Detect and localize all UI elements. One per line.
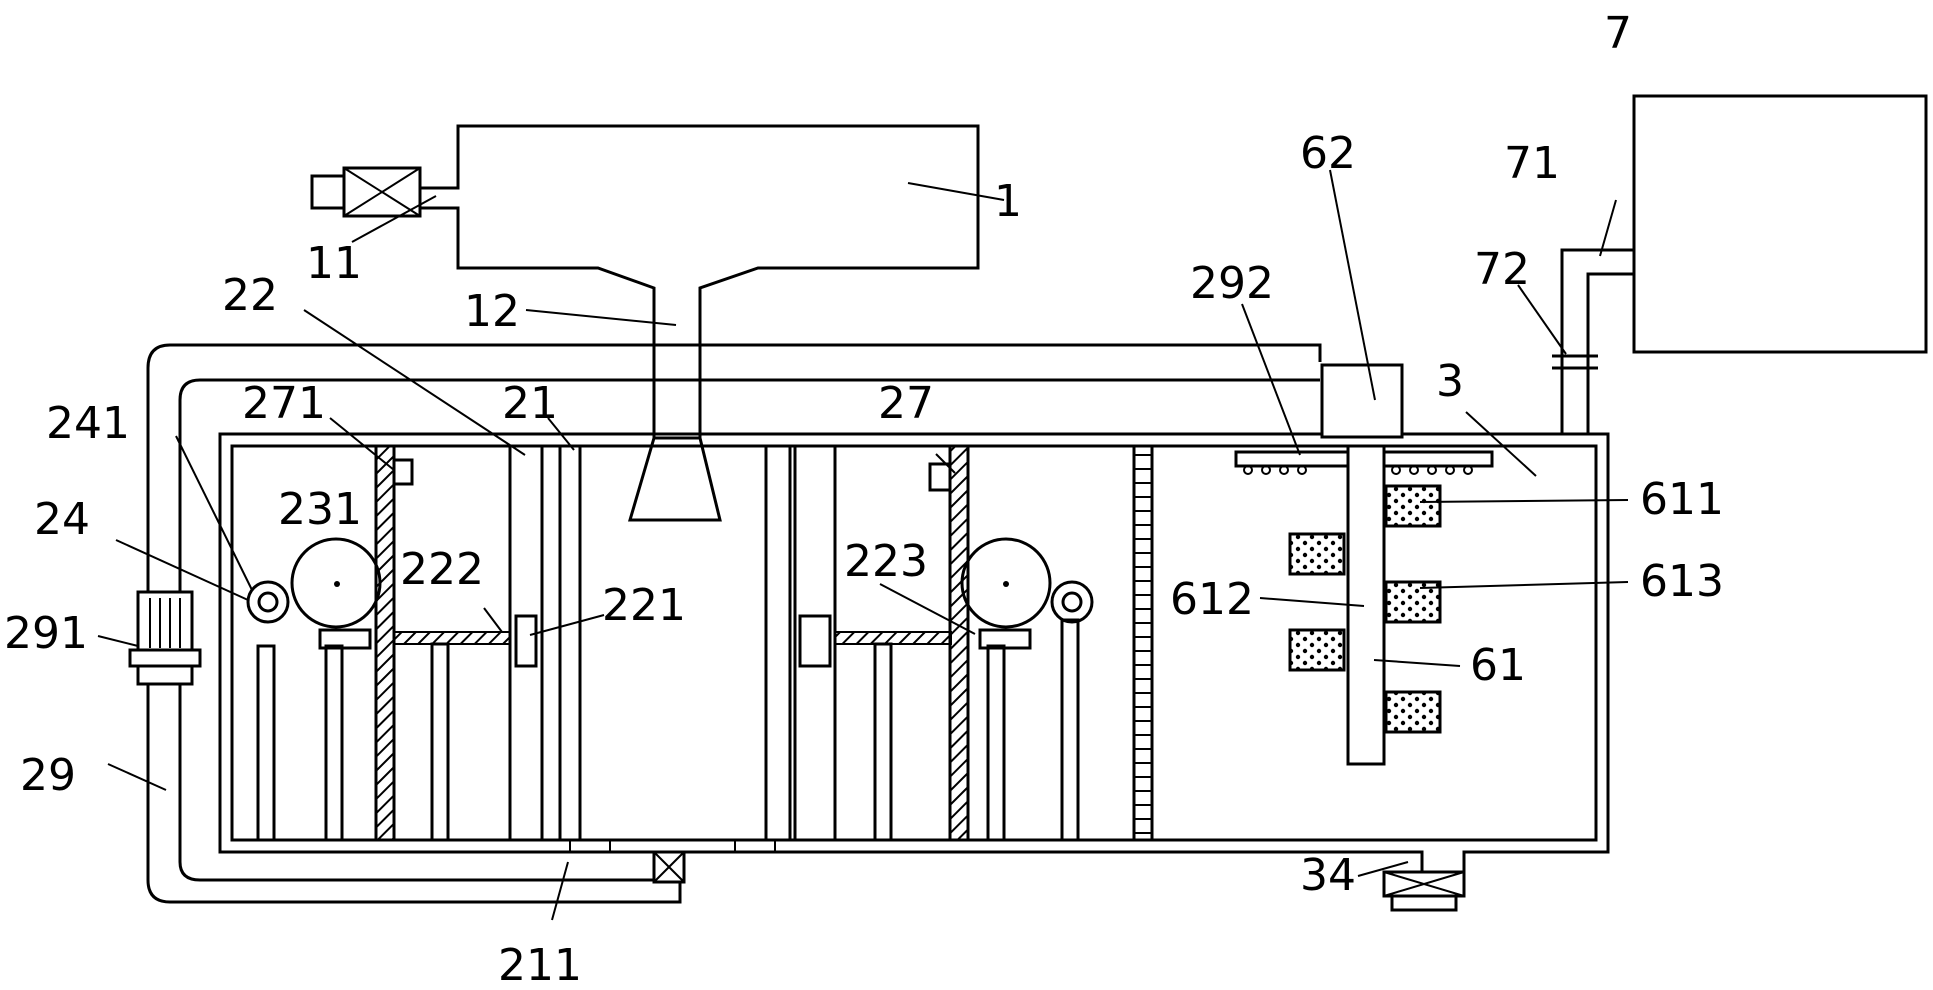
label-12: 12 <box>464 286 520 337</box>
label-21: 21 <box>502 378 558 429</box>
label-24: 24 <box>34 494 90 545</box>
valve-211 <box>569 840 776 884</box>
leader-lines <box>97 169 1629 921</box>
label-222: 222 <box>400 544 484 595</box>
label-291: 291 <box>4 608 88 659</box>
label-62: 62 <box>1300 128 1356 179</box>
label-611: 611 <box>1640 474 1724 525</box>
label-3: 3 <box>1436 356 1464 407</box>
label-221: 221 <box>602 580 686 631</box>
middle-chamber <box>764 444 1154 842</box>
label-223: 223 <box>844 536 928 587</box>
label-71: 71 <box>1504 138 1560 189</box>
label-34: 34 <box>1300 850 1356 901</box>
label-61: 61 <box>1470 640 1526 691</box>
tank-1 <box>310 124 980 522</box>
pump-291 <box>128 590 202 686</box>
label-1: 1 <box>994 176 1022 227</box>
label-72: 72 <box>1474 244 1530 295</box>
label-231: 231 <box>278 484 362 535</box>
label-292: 292 <box>1190 258 1274 309</box>
reference-labels: 1 11 12 22 21 271 241 24 231 222 221 291… <box>4 8 1724 990</box>
left-chamber <box>246 444 582 842</box>
label-271: 271 <box>242 378 326 429</box>
label-7: 7 <box>1604 8 1632 59</box>
label-613: 613 <box>1640 556 1724 607</box>
label-11: 11 <box>306 238 362 289</box>
label-29: 29 <box>20 750 76 801</box>
filter-assembly-61 <box>1234 363 1494 766</box>
valve-34 <box>1382 870 1466 912</box>
label-22: 22 <box>222 270 278 321</box>
box-7 <box>1552 94 1928 434</box>
label-241: 241 <box>46 398 130 449</box>
label-27: 27 <box>878 378 934 429</box>
label-211: 211 <box>498 940 582 990</box>
label-612: 612 <box>1170 574 1254 625</box>
